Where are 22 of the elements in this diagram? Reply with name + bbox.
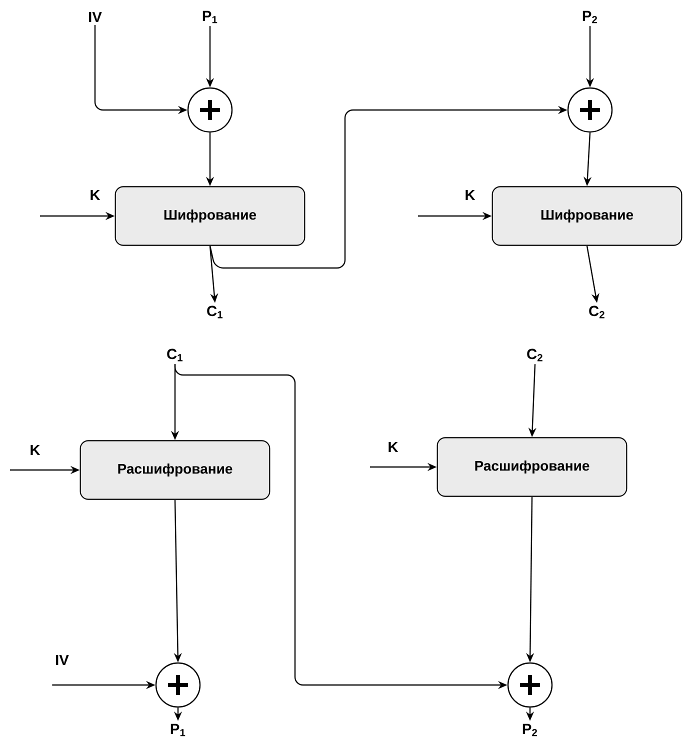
process-box: Расшифрование bbox=[80, 440, 270, 500]
signal-label: P$_{2}$ bbox=[522, 724, 537, 736]
signal-label: C$_{2}$ bbox=[527, 348, 542, 362]
signal-label: IV bbox=[56, 654, 69, 666]
edge-label: K bbox=[466, 190, 476, 200]
process-box: Расшифрование bbox=[436, 437, 628, 497]
xor-circle bbox=[567, 87, 613, 133]
signal-label: C$_{2}$ bbox=[589, 306, 604, 318]
signal-label: P$_{1}$ bbox=[202, 10, 218, 24]
signal-label: P$_{1}$ bbox=[170, 724, 186, 736]
xor-circle bbox=[155, 662, 201, 708]
process-box: Шифрование bbox=[114, 186, 306, 246]
xor-circle bbox=[187, 87, 233, 133]
edge-label: K bbox=[90, 190, 100, 200]
xor-circle bbox=[507, 662, 553, 708]
process-box: Шифрование bbox=[492, 186, 682, 246]
edge-label: K bbox=[30, 444, 40, 456]
signal-label: C$_{1}$ bbox=[167, 348, 183, 362]
edge-label: K bbox=[388, 442, 398, 452]
signal-label: P$_{2}$ bbox=[582, 10, 597, 24]
signal-label: IV bbox=[89, 12, 102, 22]
signal-label: C$_{1}$ bbox=[207, 306, 223, 318]
